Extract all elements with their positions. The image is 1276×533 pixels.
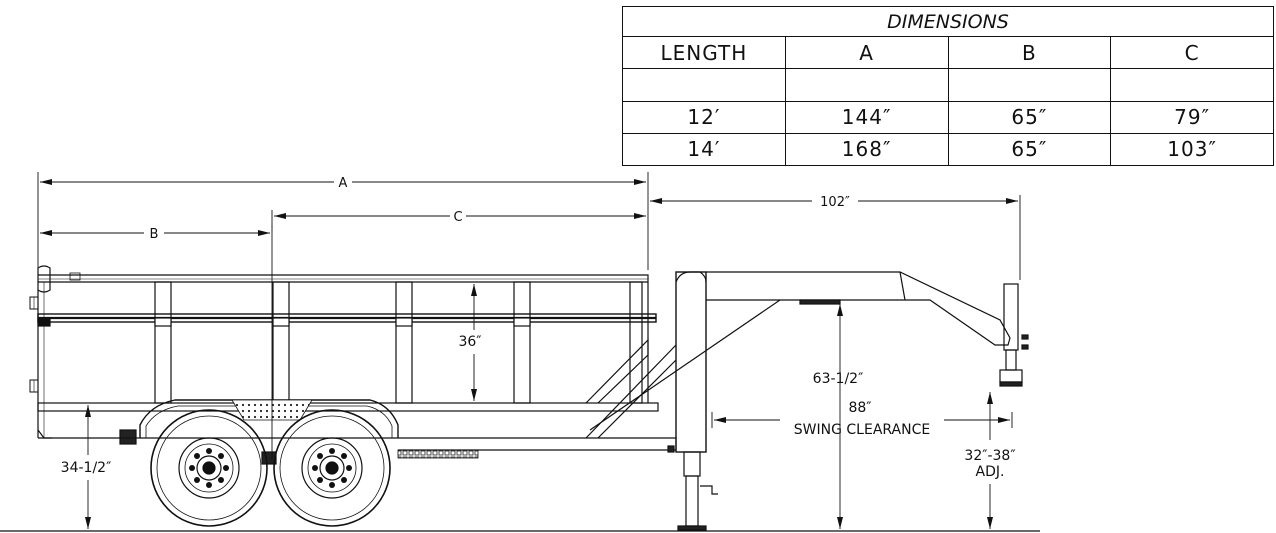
dim-a-label: A bbox=[339, 176, 348, 191]
dim-side-label: 36″ bbox=[458, 334, 481, 350]
table-row: 14′ 168″ 65″ 103″ bbox=[622, 132, 1274, 167]
table-cell: 14′ bbox=[622, 132, 786, 167]
dump-bed bbox=[29, 265, 659, 439]
wheel-front bbox=[150, 409, 268, 527]
gooseneck-frame bbox=[398, 271, 1029, 531]
dim-b-label: B bbox=[150, 227, 159, 242]
fender bbox=[38, 399, 479, 465]
table-header-row: LENGTH A B C bbox=[622, 36, 1274, 70]
dim-swing-label: SWING CLEARANCE bbox=[794, 422, 930, 438]
dim-neck-label: 63-1/2″ bbox=[813, 371, 864, 387]
table-cell: 168″ bbox=[784, 132, 949, 167]
dim-deck-label: 34-1/2″ bbox=[61, 460, 112, 476]
dim-c-label: C bbox=[453, 210, 462, 225]
table-row: 12′ 144″ 65″ 79″ bbox=[622, 100, 1274, 134]
dim-swing-value: 88″ bbox=[848, 400, 871, 416]
table-cell: 65″ bbox=[947, 132, 1112, 167]
table-cell: 144″ bbox=[784, 100, 949, 134]
dim-hitch-label: 102″ bbox=[820, 195, 850, 210]
dim-coupler-label: 32″-38″ bbox=[964, 448, 1015, 464]
dim-adj-label: ADJ. bbox=[976, 464, 1005, 480]
table-title: DIMENSIONS bbox=[622, 5, 1274, 38]
header-length: LENGTH bbox=[622, 36, 786, 70]
table-cell: 103″ bbox=[1110, 132, 1274, 167]
wheel-rear bbox=[273, 409, 391, 527]
dimension-lines bbox=[37, 172, 1021, 529]
table-cell: 79″ bbox=[1110, 100, 1274, 134]
dimensions-table: DIMENSIONS LENGTH A B C 12′ 144″ 65″ 79″… bbox=[622, 5, 1274, 167]
